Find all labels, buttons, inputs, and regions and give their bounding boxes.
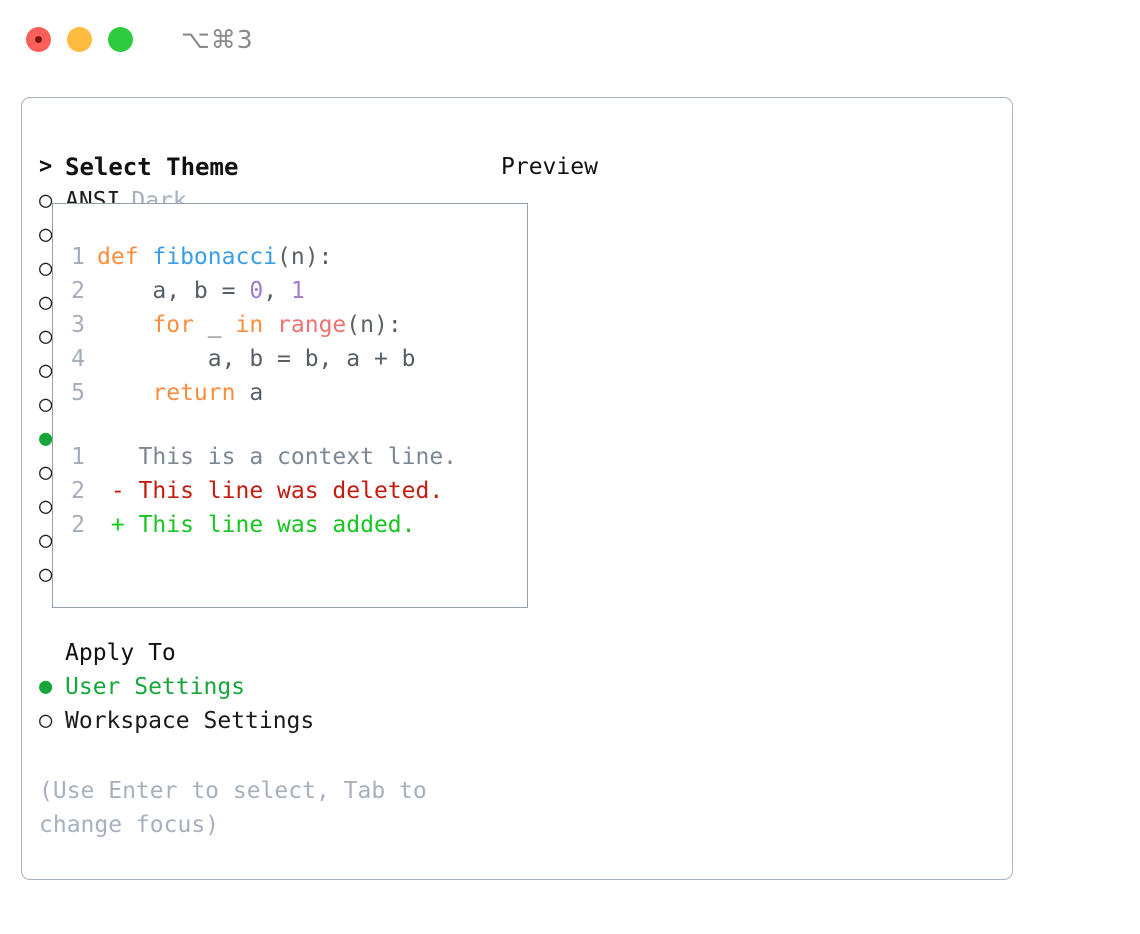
- code-line-number: 4: [71, 346, 85, 372]
- diff-line: 2 - This line was deleted.: [53, 474, 527, 508]
- minimize-window-icon[interactable]: [67, 26, 92, 52]
- code-line-text: for _ in range(n):: [97, 308, 402, 342]
- radio-selected-icon: ●: [39, 674, 53, 699]
- code-token-plain: a, b = b, a + b: [97, 346, 416, 372]
- page-title: Select Theme: [65, 153, 239, 181]
- code-token-kw: return: [97, 380, 250, 406]
- apply-to-option-label: User Settings: [65, 674, 246, 700]
- code-token-builtin: range: [277, 312, 347, 338]
- radio-unselected-icon: ○: [39, 460, 53, 485]
- radio-unselected-icon: ○: [39, 562, 53, 587]
- radio-unselected-icon: ○: [39, 708, 53, 733]
- code-token-punct: (n):: [277, 244, 333, 270]
- code-line-number: 2: [71, 278, 85, 304]
- blank-marker: ○: [39, 636, 65, 670]
- radio-selected-icon: ●: [39, 426, 53, 451]
- radio-unselected-icon: ○: [39, 494, 53, 519]
- apply-to-option-label: Workspace Settings: [65, 708, 315, 734]
- radio-unselected-icon: ○: [39, 256, 53, 281]
- code-line-text: def fibonacci(n):: [97, 240, 332, 274]
- code-line-text: a, b = b, a + b: [97, 342, 416, 376]
- maximize-window-icon[interactable]: [108, 26, 133, 52]
- diff-line-text: + This line was added.: [97, 512, 416, 538]
- diff-line: 1 This is a context line.: [53, 440, 527, 474]
- diff-sample: 1 This is a context line.2 - This line w…: [53, 440, 527, 542]
- diff-line-number: 1: [71, 444, 85, 470]
- apply-to-heading: ○ Apply To: [39, 636, 489, 670]
- code-token-kw: in: [235, 312, 278, 338]
- code-token-plain: a, b =: [97, 278, 250, 304]
- radio-unselected-icon: ○: [39, 290, 53, 315]
- radio-unselected-icon: ○: [39, 358, 53, 383]
- apply-to-options: ● User Settings ○ Workspace Settings: [39, 670, 489, 738]
- window-titlebar: ⌥⌘3: [0, 0, 1140, 78]
- code-line-text: return a: [97, 376, 263, 410]
- diff-line-text: This is a context line.: [97, 444, 458, 470]
- radio-unselected-icon: ○: [39, 528, 53, 553]
- code-line: 4 a, b = b, a + b: [53, 342, 527, 376]
- code-token-fn: fibonacci: [152, 244, 278, 270]
- code-token-plain: _: [207, 312, 236, 338]
- hint-spacer: [39, 738, 489, 774]
- radio-unselected-icon: ○: [39, 188, 53, 213]
- apply-to-option-row[interactable]: ○ Workspace Settings: [39, 704, 489, 738]
- preview-title: Preview: [501, 154, 598, 180]
- code-line: 3 for _ in range(n):: [53, 308, 527, 342]
- code-line: 2 a, b = 0, 1: [53, 274, 527, 308]
- code-line: 5 return a: [53, 376, 527, 410]
- window-controls: [26, 26, 133, 52]
- close-window-icon[interactable]: [26, 26, 51, 52]
- keyboard-shortcut-label: ⌥⌘3: [181, 24, 254, 54]
- select-theme-header: > Select Theme: [39, 150, 489, 184]
- code-token-num: 0: [249, 278, 264, 304]
- radio-unselected-icon: ○: [39, 324, 53, 349]
- apply-to-title: Apply To: [65, 640, 176, 666]
- code-line-text: a, b = 0, 1: [97, 274, 305, 308]
- code-token-plain: a: [249, 380, 264, 406]
- code-line-number: 5: [71, 380, 85, 406]
- code-token-punct: (n):: [346, 312, 402, 338]
- code-token-plain: ,: [263, 278, 291, 304]
- code-token-kw: def: [97, 244, 153, 270]
- radio-unselected-icon: ○: [39, 222, 53, 247]
- diff-line-number: 2: [71, 478, 85, 504]
- code-token-num: 1: [290, 278, 305, 304]
- diff-line-number: 2: [71, 512, 85, 538]
- code-diff-gap: [53, 410, 527, 440]
- code-token-kw: for: [97, 312, 208, 338]
- preview-column: Preview: [501, 150, 1001, 184]
- apply-to-option-row[interactable]: ● User Settings: [39, 670, 489, 704]
- radio-unselected-icon: ○: [39, 392, 53, 417]
- code-line-number: 3: [71, 312, 85, 338]
- diff-line: 2 + This line was added.: [53, 508, 527, 542]
- code-line: 1 def fibonacci(n):: [53, 240, 527, 274]
- code-line-number: 1: [71, 244, 85, 270]
- caret-icon: >: [39, 154, 53, 179]
- keyboard-hint: (Use Enter to select, Tab to change focu…: [39, 778, 427, 838]
- diff-line-text: - This line was deleted.: [97, 478, 444, 504]
